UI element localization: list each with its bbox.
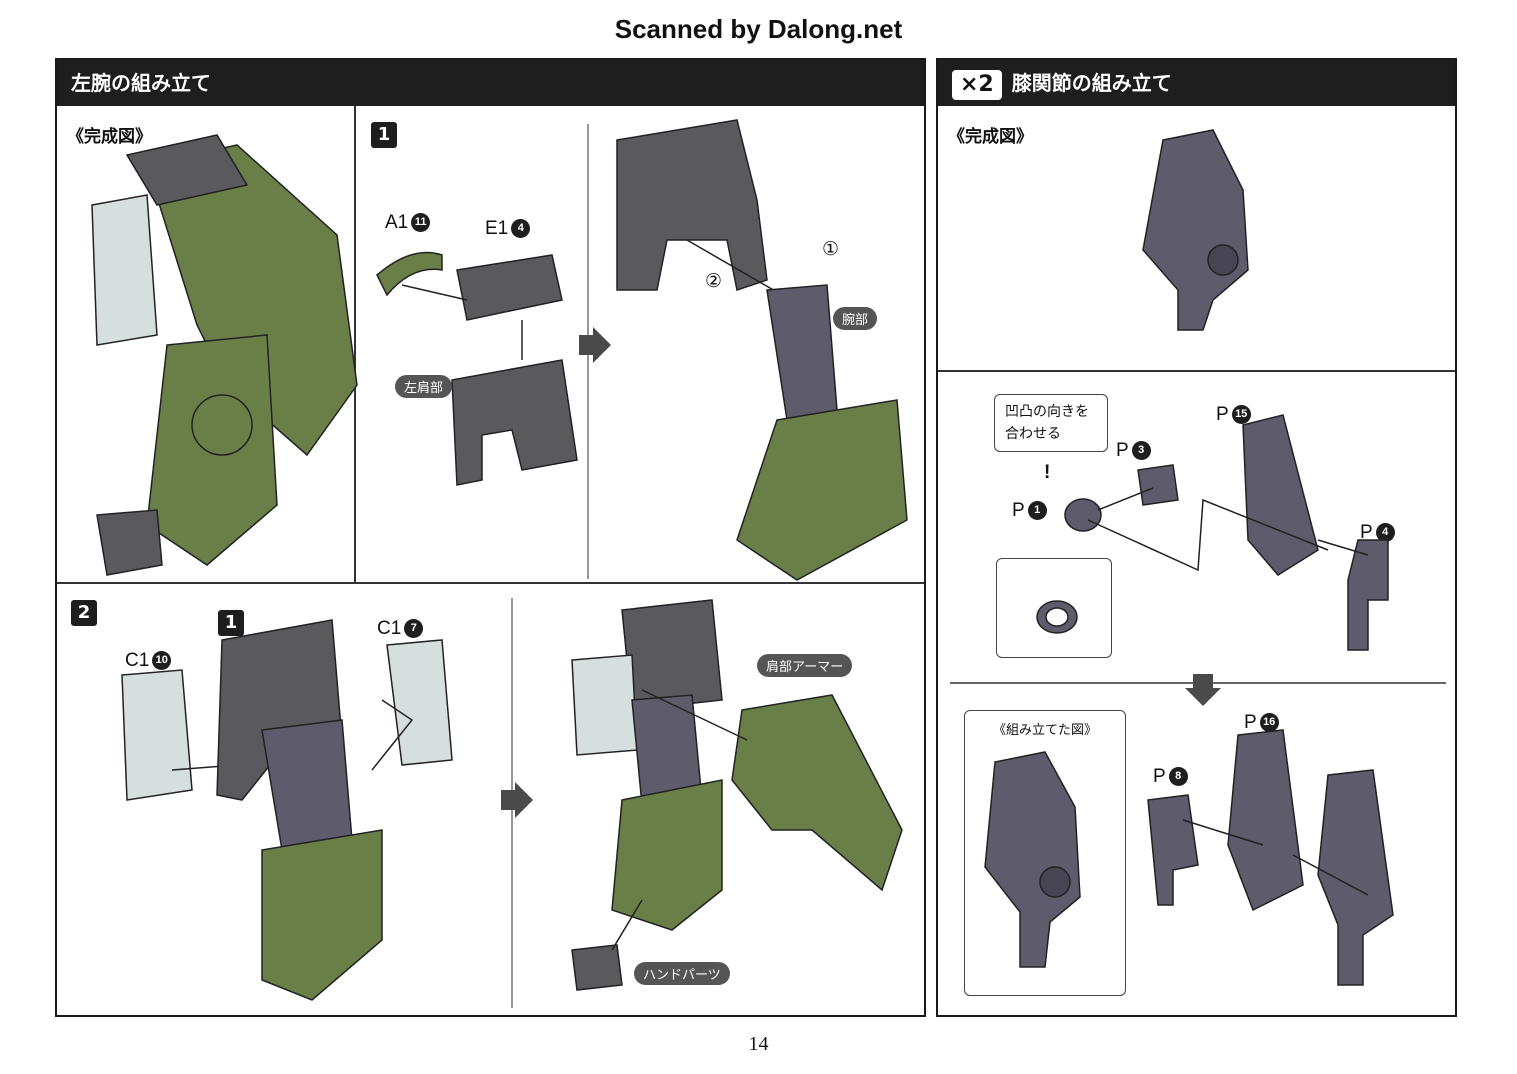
tag-left-shoulder: 左肩部 [395,375,453,398]
alignment-callout: 凹凸の向きを合わせる [994,394,1108,452]
completed-label: 《完成図》 [948,127,1033,147]
step2-assembly-illustration [571,599,903,991]
ring-detail-icon [1036,600,1078,634]
left-arm-header: 左腕の組み立て [57,60,924,106]
tag-hand-parts: ハンドパーツ [634,962,730,985]
step-2-badge: 2 [71,600,97,626]
assembled-inset: 《組み立てた図》 [964,710,1126,996]
divider [57,582,924,584]
step-1-badge: 1 [371,122,397,148]
circled-step-2: ② [705,271,723,292]
knee-completed-illustration [1142,129,1249,331]
step1-assembly-illustration [616,119,908,581]
knee-joint-title: 膝関節の組み立て [1011,71,1172,95]
assembled-label: 《組み立てた図》 [992,723,1097,738]
tag-arm: 腕部 [833,307,878,330]
circled-step-1: ① [822,239,840,260]
divider [354,106,356,582]
knee-assembled-illustration [984,751,1081,968]
completed-arm-illustration [91,134,358,576]
step-arrow [579,327,611,363]
multiplier-badge: ×2 [952,69,1002,100]
ref-step-1-badge: 1 [218,610,244,636]
detail-inset [996,558,1112,658]
warning-glyph: ! [1044,462,1051,483]
completed-label: 《完成図》 [67,127,152,147]
divider [938,370,1455,372]
step-arrow [501,782,533,818]
knee-joint-header: ×2 膝関節の組み立て [938,60,1455,106]
step2-parts-illustration [121,619,453,1001]
knee-final-step-illustration [1147,729,1394,986]
page-number: 14 [748,1033,769,1055]
watermark: Scanned by Dalong.net [614,14,903,44]
knee-exploded-illustration [1064,414,1389,651]
tag-shoulder-armor: 肩部アーマー [757,654,853,677]
left-arm-title: 左腕の組み立て [71,71,211,95]
step1-parts-illustration [376,251,578,486]
down-arrow [1185,674,1221,706]
